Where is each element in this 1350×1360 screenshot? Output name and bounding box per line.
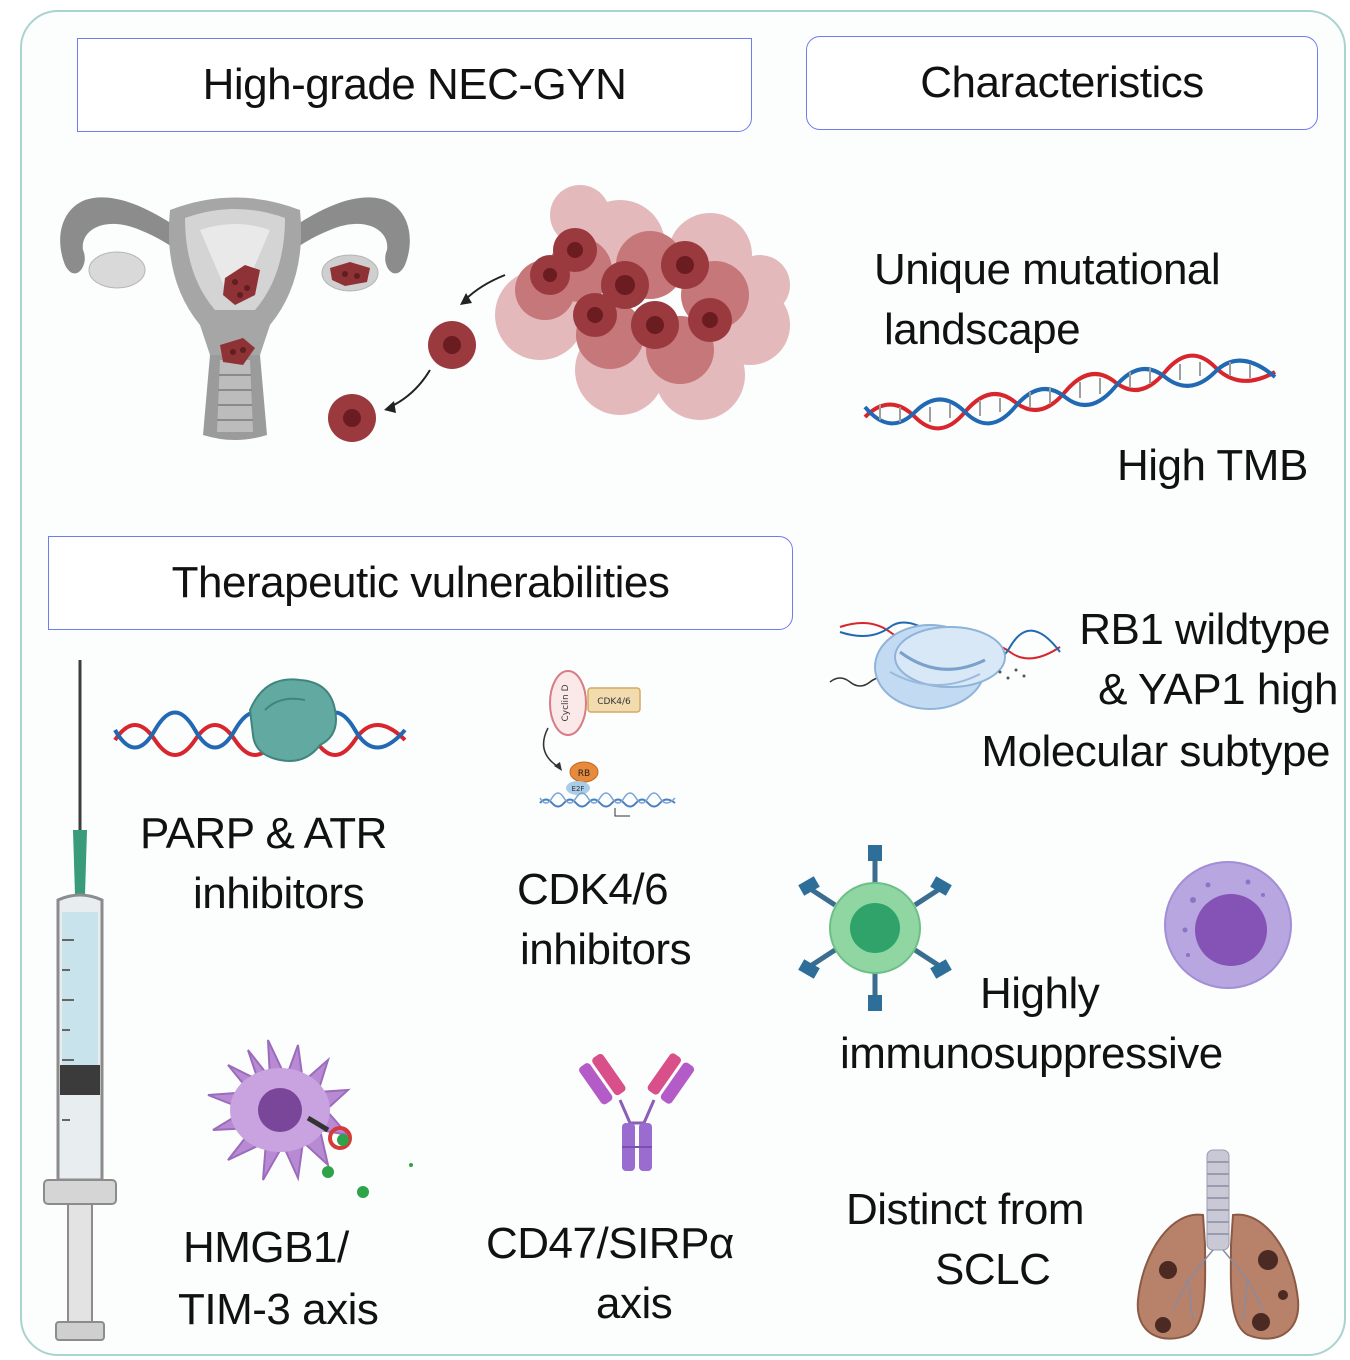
label-parp-inhibitors: inhibitors (193, 869, 365, 918)
antibody-icon (579, 1053, 695, 1171)
label-cdk46: CDK4/6 (517, 865, 669, 914)
label-hmgb1: HMGB1/ (183, 1223, 349, 1272)
label-cd47-axis: axis (596, 1279, 673, 1328)
label-sclc: SCLC (935, 1245, 1051, 1294)
e2f-text: E2F (572, 785, 585, 793)
label-distinct-from: Distinct from (846, 1185, 1084, 1234)
syringe-icon (43, 660, 117, 1341)
label-unique-mutational: Unique mutational (874, 245, 1221, 294)
label-high-tmb: High TMB (1117, 441, 1308, 490)
dendritic-cell-icon (207, 1039, 413, 1198)
label-cd47-sirpa: CD47/SIRPα (486, 1219, 734, 1268)
label-immunosuppressive: immunosuppressive (840, 1029, 1223, 1078)
label-landscape: landscape (884, 305, 1081, 354)
macrophage-cell-icon (1164, 861, 1292, 989)
header-high-grade-nec-gyn: High-grade NEC-GYN (77, 38, 752, 132)
header-characteristics-text: Characteristics (920, 58, 1204, 107)
label-molecular-subtype: Molecular subtype (981, 727, 1330, 776)
label-parp-atr: PARP & ATR (140, 809, 387, 858)
dna-helix-icon (863, 353, 1277, 431)
lungs-icon (1136, 1149, 1300, 1340)
header-high-grade-nec-gyn-text: High-grade NEC-GYN (202, 60, 627, 109)
label-rb1-wildtype: RB1 wildtype (1079, 605, 1330, 654)
label-highly: Highly (980, 969, 1100, 1018)
header-characteristics: Characteristics (806, 36, 1318, 130)
header-therapeutic-text: Therapeutic vulnerabilities (171, 558, 670, 607)
rb-text: RB (578, 769, 590, 779)
header-therapeutic-vulnerabilities: Therapeutic vulnerabilities (48, 536, 793, 630)
cyclin-d-text: Cyclin D (561, 684, 571, 721)
t-cell-icon (798, 845, 952, 1011)
label-yap1-high: & YAP1 high (1098, 665, 1338, 714)
parp-dna-icon (113, 678, 407, 762)
label-cdk-inhibitors: inhibitors (520, 925, 692, 974)
tumor-cluster-icon (328, 185, 790, 442)
cdk-text: CDK4/6 (597, 697, 631, 707)
protein-dna-complex-icon (829, 621, 1061, 710)
cdk-rb-mechanism-icon: Cyclin D CDK4/6 RB E2F (539, 670, 676, 817)
label-tim3-axis: TIM-3 axis (178, 1285, 379, 1334)
uterus-icon (60, 197, 410, 440)
